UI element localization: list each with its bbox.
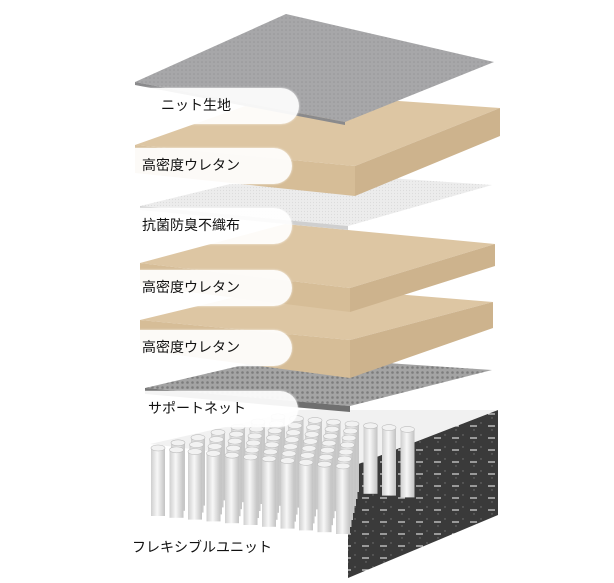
urethane-2-side — [350, 244, 495, 312]
coil-spring-top — [209, 436, 224, 443]
coil-spring — [336, 466, 350, 534]
coil-spring — [262, 458, 276, 527]
coil-spring-top — [287, 422, 303, 429]
coil-spring — [317, 464, 332, 533]
coil-spring-top — [266, 434, 281, 442]
coil-spring-top — [306, 424, 321, 431]
urethane-3-side — [350, 302, 493, 378]
coil-spring — [400, 429, 415, 498]
coil-spring-top — [187, 448, 203, 455]
coil-spring-top — [337, 455, 352, 463]
coil-spring-top — [323, 432, 338, 440]
label-urethane-3: 高密度ウレタン — [130, 330, 292, 366]
coil-spring — [382, 427, 396, 496]
coil-spring-top — [301, 445, 317, 452]
coil-spring-top — [303, 438, 318, 445]
coil-spring-top — [229, 430, 244, 438]
coil-spring-top — [261, 455, 277, 463]
label-knit: ニット生地 — [143, 88, 299, 124]
coil-spring-top — [210, 429, 226, 436]
coil-spring-top — [264, 441, 280, 449]
coil-spring-top — [190, 434, 206, 441]
coil-spring-top — [170, 439, 186, 447]
coil-spring — [363, 425, 378, 494]
flexible-unit-layer — [150, 410, 498, 578]
coil-spring-top — [300, 452, 315, 459]
coil-spring-top — [335, 462, 351, 470]
coil-spring-top — [206, 450, 221, 457]
label-urethane-2: 高密度ウレタン — [130, 270, 292, 306]
label-flexible-unit: フレキシブルユニット — [126, 530, 292, 566]
coil-spring-top — [246, 439, 261, 447]
coil-spring-top — [341, 434, 357, 442]
urethane-1-top — [135, 93, 500, 166]
coil-spring-top — [244, 446, 260, 454]
coil-spring-top — [243, 453, 258, 461]
coil-spring-top — [267, 427, 283, 435]
coil-spring-top — [320, 446, 335, 454]
coil-spring — [299, 462, 313, 531]
coil-spring-top — [304, 431, 320, 438]
coil-spring-top — [343, 427, 358, 435]
coil-spring-top — [381, 424, 397, 431]
coil-spring — [206, 453, 221, 522]
coil-spring — [188, 451, 202, 520]
coil-spring-top — [150, 444, 166, 452]
label-antibacterial: 抗菌防臭不織布 — [130, 208, 292, 244]
coil-spring-top — [283, 443, 298, 450]
coil-spring-top — [284, 436, 300, 443]
label-support-net: サポートネット — [130, 391, 298, 427]
coil-spring-top — [307, 417, 323, 424]
coil-spring — [169, 449, 184, 518]
coil-spring-top — [363, 422, 378, 430]
coil-spring-top — [224, 451, 240, 459]
coil-spring-top — [169, 446, 184, 454]
coil-spring — [243, 457, 258, 525]
coil-spring-top — [263, 448, 278, 456]
coil-spring-top — [338, 448, 354, 456]
coil-spring-top — [286, 429, 301, 436]
coil-spring — [151, 448, 165, 516]
coil-spring-top — [189, 441, 204, 448]
coil-spring-top — [321, 439, 337, 447]
coil-spring-top — [318, 453, 334, 461]
coil-spring-top — [281, 450, 297, 457]
coil-spring-top — [400, 426, 415, 433]
coil-spring-top — [226, 444, 241, 452]
coil-spring-top — [298, 459, 314, 466]
coil-springs — [150, 413, 415, 534]
spring-unit-cover-side — [348, 410, 498, 578]
coil-spring — [280, 460, 295, 529]
coil-spring-top — [317, 460, 332, 468]
coil-spring-top — [247, 432, 263, 440]
label-urethane-1: 高密度ウレタン — [130, 148, 292, 184]
coil-spring-top — [344, 420, 360, 428]
coil-spring-top — [280, 457, 295, 464]
coil-spring-top — [326, 418, 341, 426]
urethane-1-side — [355, 108, 500, 196]
coil-spring — [225, 455, 239, 524]
coil-spring-top — [324, 425, 340, 433]
coil-spring-top — [207, 443, 223, 450]
coil-spring-top — [227, 437, 243, 445]
coil-spring-top — [340, 441, 355, 449]
